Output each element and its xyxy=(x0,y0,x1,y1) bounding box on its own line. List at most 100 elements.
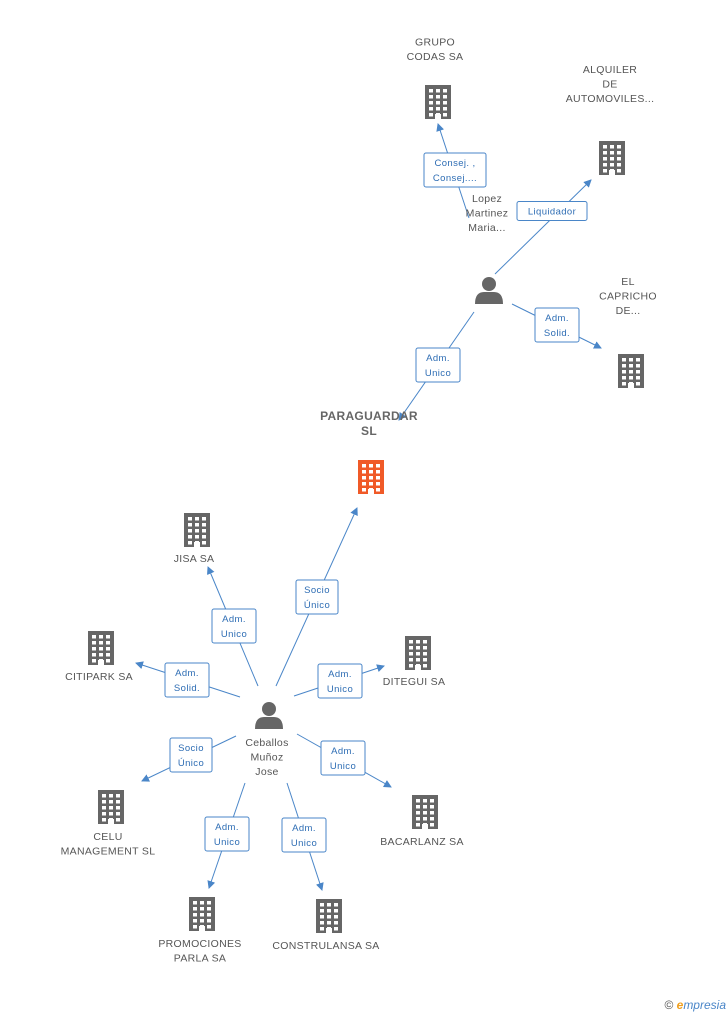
node-lopez[interactable]: LopezMartinezMaria... xyxy=(466,193,509,304)
copyright-symbol: © xyxy=(664,998,674,1012)
building-icon xyxy=(316,899,342,933)
edge-label-text: Solid. xyxy=(544,328,570,339)
node-label: BACARLANZ SA xyxy=(380,836,464,848)
node-label: GRUPO xyxy=(415,37,455,49)
node-jisa[interactable]: JISA SA xyxy=(174,513,215,565)
edge-label-text: Adm. xyxy=(545,313,569,324)
edge-label-text: Adm. xyxy=(328,669,352,680)
edge-label-text: Adm. xyxy=(175,668,199,679)
node-ditegui[interactable]: DITEGUI SA xyxy=(383,636,446,688)
node-label: Jose xyxy=(255,766,278,778)
edge-label-text: Socio xyxy=(304,585,330,596)
edge-label-text: Unico xyxy=(214,837,240,848)
edge-label-box xyxy=(415,347,461,383)
node-label: Maria... xyxy=(468,222,505,234)
building-icon xyxy=(98,790,124,824)
building-icon xyxy=(599,141,625,175)
node-grupo[interactable]: GRUPO CODAS SA xyxy=(407,37,464,120)
node-label: MANAGEMENT SL xyxy=(61,846,156,858)
node-alquiler[interactable]: ALQUILER DE AUTOMOVILES... xyxy=(566,64,655,175)
node-label: Muñoz xyxy=(250,752,283,764)
edge-label-box xyxy=(211,608,257,644)
node-construlansa[interactable]: CONSTRULANSA SA xyxy=(272,899,379,952)
brand-logo-e: e xyxy=(676,998,684,1012)
edge-label-text: Adm. xyxy=(331,746,355,757)
node-citipark[interactable]: CITIPARK SA xyxy=(65,631,133,683)
node-label: DE xyxy=(602,79,617,91)
edge-lopez-grupo[interactable]: Consej. , Consej.... xyxy=(423,123,487,219)
node-label: CONSTRULANSA SA xyxy=(272,940,379,952)
edge-label-box xyxy=(516,201,588,221)
building-icon xyxy=(358,460,384,494)
edge-ceballos-jisa[interactable]: Adm. Unico xyxy=(207,566,259,687)
edge-label-box xyxy=(281,817,327,853)
edge-label-text: Unico xyxy=(330,761,356,772)
person-icon xyxy=(255,702,283,729)
node-label: DITEGUI SA xyxy=(383,676,446,688)
edge-lopez-alquiler[interactable]: Liquidador xyxy=(494,179,592,275)
building-icon xyxy=(412,795,438,829)
edge-ceballos-promociones[interactable]: Adm. Unico xyxy=(204,782,250,889)
node-bacarlanz[interactable]: BACARLANZ SA xyxy=(380,795,464,848)
edge-lopez-capricho[interactable]: Adm. Solid. xyxy=(511,303,602,349)
person-icon xyxy=(475,277,503,304)
building-icon xyxy=(405,636,431,670)
node-label: PROMOCIONES xyxy=(158,938,241,950)
node-label: PARAGUARDAR xyxy=(320,409,418,423)
edge-line xyxy=(494,179,592,275)
node-promociones[interactable]: PROMOCIONES PARLA SA xyxy=(158,897,241,965)
node-capricho[interactable]: EL CAPRICHO DE... xyxy=(599,276,657,388)
edge-lopez-paraguardar[interactable]: Adm. Unico xyxy=(398,311,475,421)
building-icon xyxy=(88,631,114,665)
edge-label-box xyxy=(423,152,487,188)
edge-label-text: Único xyxy=(304,600,330,611)
node-label: DE... xyxy=(616,305,641,317)
edge-label-text: Unico xyxy=(221,629,247,640)
node-label: JISA SA xyxy=(174,553,215,565)
node-label: PARLA SA xyxy=(174,953,226,965)
building-icon xyxy=(425,85,451,119)
edge-ceballos-construlansa[interactable]: Adm. Unico xyxy=(281,782,327,891)
edge-label-text: Único xyxy=(178,758,204,769)
edge-label-text: Unico xyxy=(425,368,451,379)
edge-label-box xyxy=(164,662,210,698)
edge-label-text: Adm. xyxy=(222,614,246,625)
node-label: CITIPARK SA xyxy=(65,671,133,683)
node-label: CODAS SA xyxy=(407,51,464,63)
node-label: EL xyxy=(621,276,634,288)
edge-label-text: Liquidador xyxy=(528,207,576,218)
node-label: Lopez xyxy=(472,193,502,205)
edge-ceballos-citipark[interactable]: Adm.Solid. xyxy=(135,661,241,698)
edge-ceballos-bacarlanz[interactable]: Adm. Unico xyxy=(296,733,392,788)
node-label: Martinez xyxy=(466,208,509,220)
edge-label-text: Adm. xyxy=(215,822,239,833)
edge-label-box xyxy=(204,816,250,852)
edge-label-text: Consej.... xyxy=(433,173,477,184)
building-icon xyxy=(184,513,210,547)
edge-label-text: Unico xyxy=(327,684,353,695)
brand-logo-text: mpresia xyxy=(683,998,726,1012)
node-label: CAPRICHO xyxy=(599,291,657,303)
edge-label-text: Adm. xyxy=(426,353,450,364)
edge-label-text: Adm. xyxy=(292,823,316,834)
node-label: AUTOMOVILES... xyxy=(566,93,655,105)
edge-label-box xyxy=(320,740,366,776)
edge-label-box xyxy=(317,663,363,699)
brand-watermark[interactable]: © empresia xyxy=(664,998,726,1012)
edge-ceballos-ditegui[interactable]: Adm. Unico xyxy=(293,663,385,699)
node-label: SL xyxy=(361,424,377,438)
edge-label-text: Consej. , xyxy=(434,158,475,169)
edge-label-text: Unico xyxy=(291,838,317,849)
node-label: Ceballos xyxy=(245,737,288,749)
node-label: ALQUILER xyxy=(583,64,637,76)
building-icon xyxy=(618,354,644,388)
building-icon xyxy=(189,897,215,931)
